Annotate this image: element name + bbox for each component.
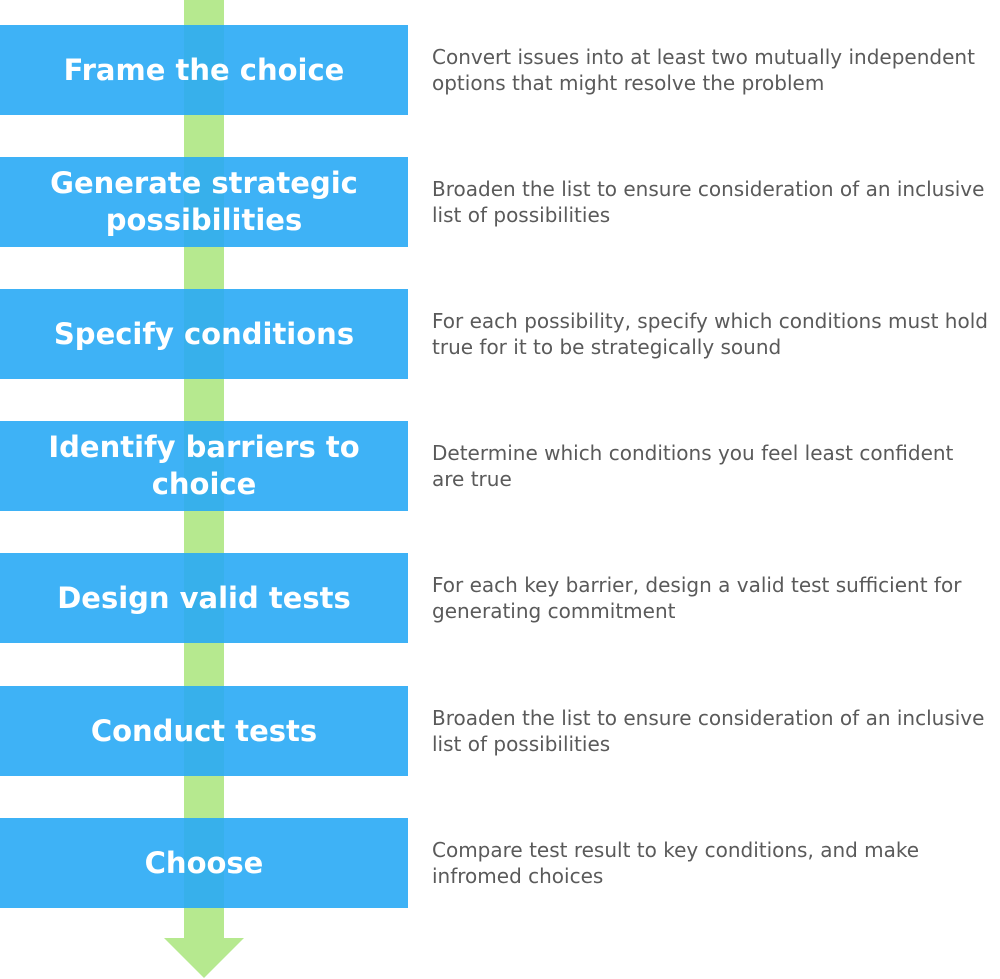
- step-design-valid-tests[interactable]: Design valid tests: [0, 553, 408, 643]
- step-label: Identify barriers to choice: [48, 430, 360, 501]
- step-label: Design valid tests: [57, 580, 351, 615]
- step-identify-barriers[interactable]: Identify barriers to choice: [0, 421, 408, 511]
- step-label: Conduct tests: [90, 713, 318, 748]
- step-description: Compare test result to key conditions, a…: [432, 838, 920, 888]
- step-label: Frame the choice: [63, 52, 345, 87]
- step-label: Specify conditions: [53, 316, 355, 351]
- step-specify-conditions[interactable]: Specify conditions: [0, 289, 408, 379]
- step-frame-the-choice[interactable]: Frame the choice: [0, 25, 408, 115]
- step-description: Determine which conditions you feel leas…: [432, 441, 954, 491]
- step-description: Convert issues into at least two mutuall…: [432, 45, 975, 95]
- step-generate-strategic-possibilities[interactable]: Generate strategic possibilities: [0, 157, 408, 247]
- step-choose[interactable]: Choose: [0, 818, 408, 908]
- step-description: Broaden the list to ensure consideration…: [432, 706, 985, 756]
- step-description: For each key barrier, design a valid tes…: [432, 573, 962, 623]
- step-description: Broaden the list to ensure consideration…: [432, 177, 985, 227]
- step-conduct-tests[interactable]: Conduct tests: [0, 686, 408, 776]
- step-label: Generate strategic possibilities: [50, 166, 358, 237]
- step-description: For each possibility, specify which cond…: [432, 309, 988, 359]
- flow-arrow-head: [164, 938, 244, 978]
- step-label: Choose: [144, 845, 264, 880]
